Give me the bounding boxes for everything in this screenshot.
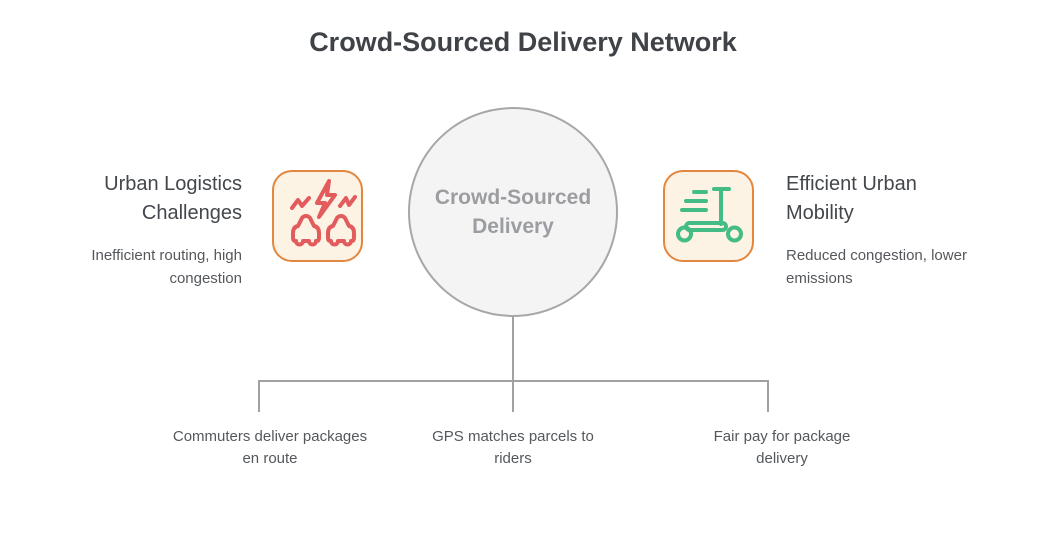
page-title: Crowd-Sourced Delivery Network: [309, 27, 737, 57]
connector-left-tick-line: [258, 380, 260, 412]
left-item-heading: Urban Logistics Challenges: [104, 173, 242, 224]
leaf-label-commuters: Commuters deliver packages en route: [172, 428, 368, 467]
right-item-heading: Efficient Urban Mobility: [786, 173, 917, 224]
connector-right-tick-line: [767, 380, 769, 412]
right-item-description: Reduced congestion, lower emissions: [786, 247, 967, 287]
central-node: Crowd-Sourced Delivery: [408, 107, 618, 317]
leaf-label-gps: GPS matches parcels to riders: [432, 428, 594, 467]
right-icon-tile: [663, 170, 754, 262]
leaf-label-fair-pay: Fair pay for package delivery: [713, 428, 851, 467]
connector-crossbar-line: [258, 380, 769, 382]
left-icon-tile: [272, 170, 363, 262]
traffic-congestion-icon: [272, 168, 363, 265]
connector-stem-line: [512, 317, 514, 412]
left-item-description: Inefficient routing, high congestion: [91, 247, 242, 287]
central-node-label: Crowd-Sourced Delivery: [434, 186, 592, 238]
scooter-icon: [663, 168, 754, 265]
